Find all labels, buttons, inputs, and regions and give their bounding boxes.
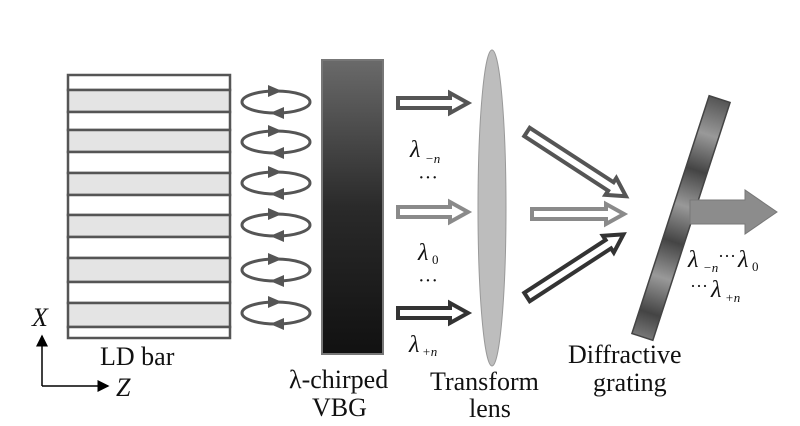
arrow-lambda-plus-n xyxy=(396,299,473,327)
ellipsis: ··· xyxy=(718,246,736,266)
subscript-minus-n: −n xyxy=(425,151,440,166)
lambda-symbol: λ xyxy=(737,247,748,273)
feedback-loop-icon xyxy=(240,296,312,330)
converging-arrows xyxy=(521,125,630,304)
converging-arrow-top xyxy=(521,125,630,199)
spacer-stripe xyxy=(66,150,232,175)
spacer-stripe xyxy=(66,280,232,305)
ellipsis: ··· xyxy=(690,276,708,296)
lambda-symbol: λ xyxy=(710,277,721,303)
transform-lens xyxy=(477,49,507,367)
output-arrow xyxy=(689,189,778,235)
converging-arrow-bottom xyxy=(521,232,627,304)
ld-bar xyxy=(66,73,232,340)
spacer-stripe xyxy=(66,325,232,340)
ellipsis-bottom: ··· xyxy=(418,270,438,292)
ld-bar-label: LD bar xyxy=(100,342,175,371)
emitter-stripe xyxy=(66,88,232,114)
emitter-stripe xyxy=(66,213,232,239)
emitter-stripe xyxy=(66,256,232,284)
vbg-label-line2: VBG xyxy=(312,393,367,422)
spacer-stripe xyxy=(66,235,232,260)
axis-indicator: X Z xyxy=(31,303,131,402)
lambda-symbol: λ xyxy=(417,240,428,266)
lens-label-line2: lens xyxy=(469,394,511,423)
feedback-loop-icon xyxy=(240,166,312,200)
lambda-symbol: λ xyxy=(687,247,698,273)
emitter-stripe xyxy=(66,171,232,197)
subscript-plus-n: +n xyxy=(422,344,437,359)
output-wavelength-label: λ −n ··· λ 0 ··· λ +n xyxy=(687,246,759,305)
lens-label-line1: Transform xyxy=(430,367,539,396)
lambda-plus-n-label: λ +n xyxy=(408,332,437,359)
feedback-loops xyxy=(240,85,312,330)
feedback-loop-icon xyxy=(240,125,312,159)
lambda-minus-n-label: λ −n xyxy=(409,137,440,166)
lambda-symbol: λ xyxy=(408,332,419,358)
spacer-stripe xyxy=(66,193,232,217)
spacer-stripe xyxy=(66,73,232,92)
feedback-loop-icon xyxy=(240,85,312,119)
arrow-lambda-zero xyxy=(396,198,473,226)
subscript-plus-n: +n xyxy=(725,290,740,305)
grating-label-line2: grating xyxy=(593,368,667,397)
feedback-loop-icon xyxy=(240,208,312,242)
subscript-zero: 0 xyxy=(752,259,759,274)
wavelength-arrows xyxy=(396,89,473,327)
vbg-label-line1: λ-chirped xyxy=(289,365,388,394)
grating-label-line1: Diffractive xyxy=(568,340,682,369)
z-axis-label: Z xyxy=(116,373,131,402)
emitter-stripe xyxy=(66,301,232,329)
emitter-stripe xyxy=(66,128,232,154)
arrow-lambda-minus-n xyxy=(396,89,473,117)
converging-arrow-middle xyxy=(530,200,629,228)
ellipsis-top: ··· xyxy=(418,167,438,189)
spacer-stripe xyxy=(66,110,232,132)
feedback-loop-icon xyxy=(240,253,312,287)
chirped-vbg xyxy=(321,59,384,355)
lambda-zero-label: λ 0 xyxy=(417,240,439,267)
x-axis-label: X xyxy=(31,303,49,332)
subscript-minus-n: −n xyxy=(703,260,718,275)
subscript-zero: 0 xyxy=(432,252,439,267)
lambda-symbol: λ xyxy=(409,137,420,163)
